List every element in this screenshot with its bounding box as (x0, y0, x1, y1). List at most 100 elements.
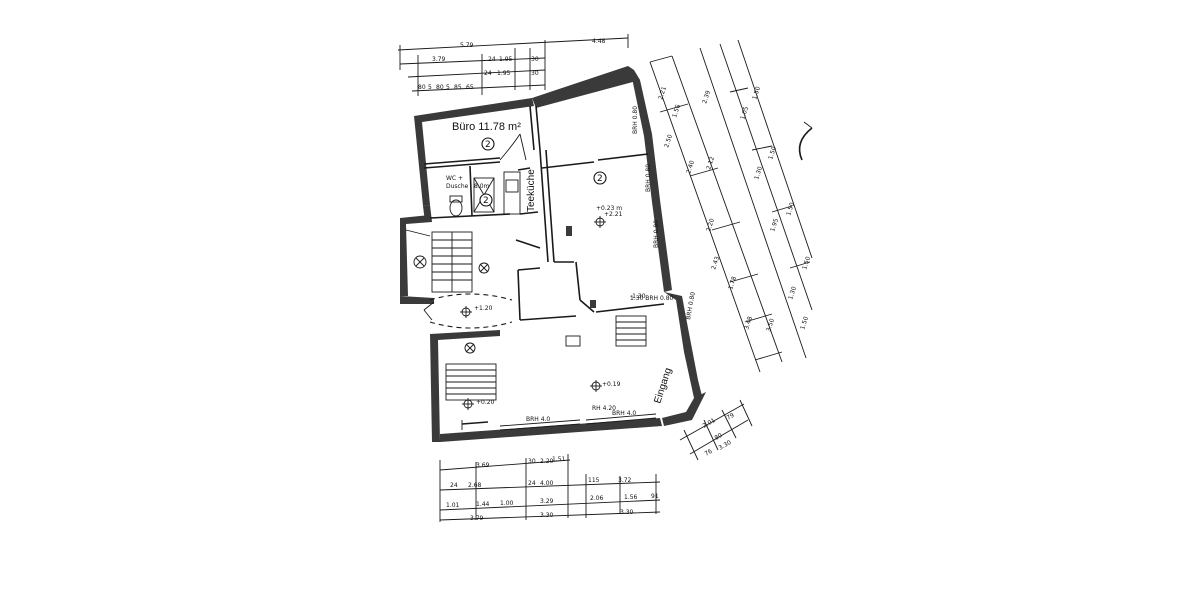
wc-marker: 2 (483, 196, 489, 206)
window-label-6: 1.30 BRH 0.80 (630, 295, 674, 302)
landing-door-arc (429, 293, 513, 301)
dim-bottom-4c: 3.30 (620, 509, 634, 516)
ceiling-light-icon (478, 262, 490, 274)
dim-right-3c: 1.50 (785, 202, 796, 217)
bottom-windows: BRH 4.0 BRH 4.0 (499, 410, 657, 431)
room-hall: +0.19 RH 4.20 (590, 380, 621, 412)
dim-entrance-c: 80 (714, 432, 724, 442)
room-office: Büro 11.78 m² 2 (452, 121, 521, 151)
dim-top-2b: 24 (488, 56, 496, 63)
office-marker: 2 (485, 140, 491, 150)
dim-top-1a: 5.79 (460, 42, 474, 49)
ceiling-light-icon (413, 255, 427, 269)
dim-bottom-4b: 3.30 (540, 512, 554, 519)
dim-top-3g: 24 (484, 70, 492, 77)
dim-bottom-1a: 3.69 (476, 462, 490, 469)
dim-right-1d: 2.40 (685, 160, 696, 175)
dim-top-3e: 85 (454, 84, 462, 91)
bottom-dimension-chain: 3.69 30 2.20 1.51 24 2.68 24 4.00 115 3.… (439, 454, 661, 522)
dim-bottom-2a: 24 (450, 482, 458, 489)
dim-right-1a: 2.21 (657, 86, 668, 101)
dim-bottom-1b: 30 (528, 458, 536, 465)
shower-tray (473, 177, 495, 213)
dim-bottom-4a: 3.79 (470, 515, 484, 522)
dim-bottom-3a: 1.01 (446, 502, 460, 509)
room-main: 2 +0.23 m +2.21 (593, 171, 623, 228)
dim-right-2e: 1.30 (787, 286, 798, 301)
office-marker-circle (481, 137, 495, 151)
right-windows: BRH 0.80 BRH 0.80 BRH 0.80 1.30 BRH 0.80… (630, 106, 697, 321)
main-marker-circle (593, 171, 607, 185)
kitchen-label: Teeküche (526, 169, 537, 212)
north-arrow-fragment (798, 127, 813, 161)
stairwell-upper (405, 229, 490, 293)
dim-top-2a: 3.79 (432, 56, 446, 63)
main-level-2: +2.21 (604, 211, 623, 218)
wc-area: 8.0m (474, 183, 490, 190)
dim-entrance-d: 79 (726, 412, 736, 422)
dim-top-3i: 30 (531, 70, 539, 77)
dim-bottom-3g: 91 (651, 493, 659, 500)
dim-right-1b: 1.56 (671, 104, 682, 119)
main-marker: 2 (597, 174, 603, 184)
ceiling-light-icon (464, 342, 476, 354)
dim-bottom-2e: 115 (588, 477, 600, 484)
dim-bottom-2f: 3.72 (618, 477, 632, 484)
hall-level: +0.19 (602, 381, 621, 388)
dim-top-3c: 80 (436, 84, 444, 91)
dim-right-2b: 1.05 (739, 106, 750, 121)
landing-level: +1.20 (474, 305, 493, 312)
dim-right-3a: 1.50 (751, 86, 762, 101)
window-label-2: BRH 4.0 (612, 410, 636, 417)
window-label-7: BRH 0.80 (685, 291, 697, 320)
step-level: -1.30 (630, 293, 646, 300)
landing-door-arc-2 (429, 321, 513, 329)
dim-bottom-3d: 3.29 (540, 498, 554, 505)
dim-top-1b: 4.48 (592, 38, 606, 45)
wc-label-1: WC + (446, 175, 463, 182)
dim-right-1i: 3.48 (743, 316, 754, 331)
dim-bottom-2d: 4.00 (540, 480, 554, 487)
top-dimension-chain: 5.79 4.48 3.79 24 1.95 30 80 5 80 5 85 6… (397, 34, 629, 96)
dim-right-1f: 2.20 (705, 218, 716, 233)
dim-bottom-3b: 1.44 (476, 501, 490, 508)
dim-right-1j: 3.50 (765, 318, 776, 333)
dim-entrance-e: 3.30 (718, 439, 733, 452)
interior-walls (423, 105, 665, 347)
dim-top-3d: 5 (446, 84, 450, 91)
window-label-5: BRH 0.80 (653, 220, 660, 248)
dim-bottom-2c: 24 (528, 480, 536, 487)
wc-marker-circle (479, 193, 493, 207)
dim-top-3b: 5 (428, 84, 432, 91)
window-label-1: BRH 4.0 (526, 416, 550, 423)
dim-right-3d: 1.50 (801, 256, 812, 271)
dim-top-3a: 80 (418, 84, 426, 91)
window-label-3: BRH 0.80 (632, 106, 639, 134)
landing-marker: +1.20 (460, 305, 493, 318)
dim-right-1c: 2.50 (663, 134, 674, 149)
dim-bottom-1d: 1.51 (552, 456, 566, 463)
dim-top-2c: 1.95 (499, 56, 513, 63)
dim-bottom-2b: 2.68 (468, 482, 482, 489)
dim-right-2d: 1.95 (769, 218, 780, 233)
dim-right-3e: 1.50 (799, 316, 810, 331)
dim-top-3h: 1.95 (497, 70, 511, 77)
dim-right-1h: 1.78 (727, 276, 738, 291)
room-wc: WC + Dusche 8.0m 2 (446, 175, 493, 207)
dim-right-1g: 2.43 (710, 256, 721, 271)
dim-bottom-3f: 1.56 (624, 494, 638, 501)
right-dimension-chain: 2.21 1.56 2.50 2.40 2.12 2.20 2.43 1.78 … (649, 39, 813, 373)
lower-stair-level: +0.20 (476, 399, 495, 406)
hall-rh: RH 4.20 (592, 405, 616, 412)
dim-entrance-b: 76 (704, 448, 714, 458)
dim-bottom-1c: 2.20 (540, 458, 554, 465)
dim-top-3f: 65 (466, 84, 474, 91)
dim-bottom-3e: 2.06 (590, 495, 604, 502)
dim-right-2c: 1.30 (753, 166, 764, 181)
office-door-swing (499, 133, 521, 161)
entrance-label: Eingang (652, 367, 674, 405)
exterior-walls (400, 66, 706, 442)
toilet-icon (449, 199, 463, 217)
wc-label-2: Dusche (446, 183, 469, 190)
